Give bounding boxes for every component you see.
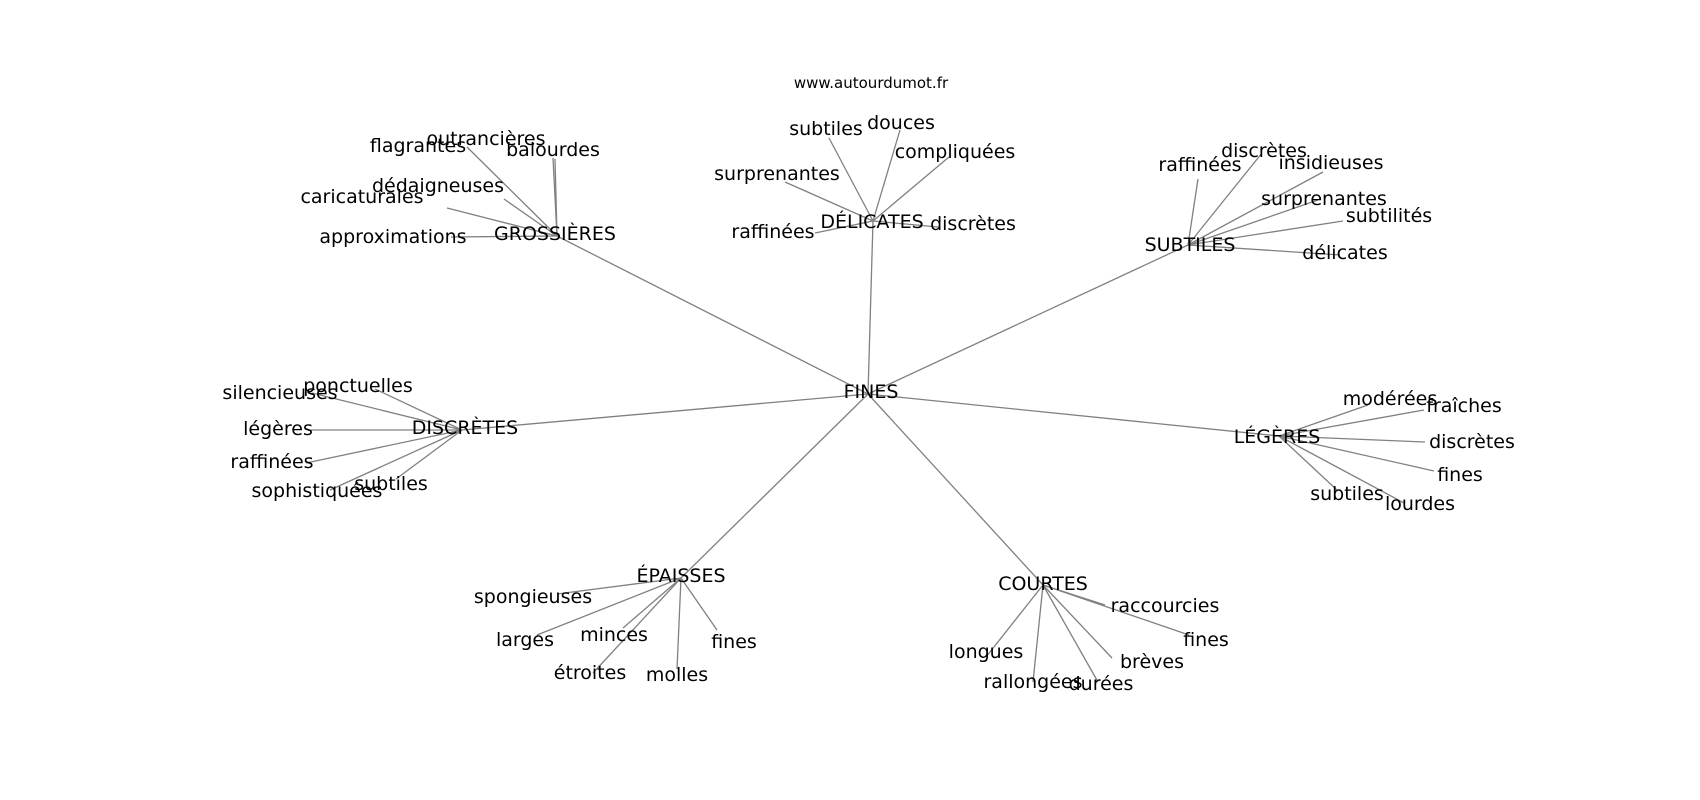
edge-root-to-hub: [556, 235, 869, 395]
leaf-node-label: discrètes: [1221, 140, 1307, 162]
edge-hub-to-leaf: [556, 577, 682, 595]
edge-hub-to-leaf: [536, 577, 682, 636]
leaf-node-label: raccourcies: [1111, 595, 1220, 617]
root-node-label: FINES: [844, 381, 899, 403]
leaf-node-label: flagrantes: [370, 135, 466, 157]
edge-hub-to-leaf: [592, 577, 682, 674]
edge-hub-to-leaf: [446, 207, 558, 237]
leaf-node-label: subtiles: [1310, 483, 1384, 505]
leaf-node-label: insidieuses: [1278, 152, 1383, 174]
edge-hub-to-leaf: [1278, 435, 1435, 472]
edge-hub-to-leaf: [1278, 435, 1339, 492]
edge-hub-to-leaf: [784, 181, 874, 222]
leaf-node-label: discrètes: [930, 213, 1016, 235]
edge-hub-to-leaf: [1278, 435, 1405, 504]
edge-hub-to-leaf: [676, 577, 682, 670]
hub-node-label: LÉGÈRES: [1234, 425, 1321, 448]
leaf-node-label: délicates: [1302, 242, 1387, 264]
leaf-node-label: surprenantes: [1261, 188, 1387, 210]
leaf-node-label: raffinées: [1158, 154, 1241, 176]
leaf-node-label: dédaigneuses: [372, 175, 504, 197]
leaf-node-label: balourdes: [506, 139, 600, 161]
leaf-node-label: raffinées: [230, 451, 313, 473]
leaf-node-label: raffinées: [731, 221, 814, 243]
leaf-node-label: fines: [1183, 629, 1229, 651]
edge-root-to-hub: [461, 393, 869, 431]
edge-hub-to-leaf: [872, 129, 901, 222]
leaf-node-label: approximations: [319, 226, 466, 248]
edge-hub-to-leaf: [552, 157, 558, 237]
edge-hub-to-leaf: [395, 429, 463, 480]
edge-hub-to-leaf: [1042, 584, 1099, 683]
leaf-node-label: fines: [1437, 464, 1483, 486]
edge-hub-to-leaf: [872, 156, 950, 222]
leaf-node-label: silencieuses: [222, 382, 337, 404]
hub-node-label: ÉPAISSES: [636, 564, 725, 587]
leaf-node-label: sophistiquées: [252, 480, 383, 502]
edge-hub-to-leaf: [1042, 584, 1113, 659]
hub-node-label: DISCRÈTES: [412, 416, 518, 439]
edge-hub-to-leaf: [828, 137, 874, 222]
edge-hub-to-leaf: [872, 220, 939, 228]
hub-node-label: DÉLICATES: [820, 210, 923, 233]
edge-hub-to-leaf: [1278, 435, 1426, 443]
leaf-node-label: surprenantes: [714, 163, 840, 185]
leaf-node-label: modérées: [1343, 388, 1438, 410]
edge-hub-to-leaf: [985, 584, 1044, 658]
leaf-node-label: subtiles: [354, 473, 428, 495]
leaf-node-label: longues: [949, 641, 1024, 663]
leaf-node-label: compliquées: [895, 141, 1016, 163]
edge-hub-to-leaf: [450, 235, 558, 238]
edge-hub-to-leaf: [1187, 171, 1324, 246]
leaf-node-label: douces: [867, 112, 935, 134]
hub-node-label: COURTES: [998, 573, 1088, 595]
leaf-node-label: molles: [646, 664, 708, 686]
leaf-node-label: rallongées: [983, 671, 1082, 693]
edge-hub-to-leaf: [1187, 220, 1344, 246]
edge-hub-to-leaf: [311, 392, 463, 431]
leaf-node-label: subtiles: [789, 118, 863, 140]
leaf-node-label: subtilités: [1346, 205, 1432, 227]
edge-hub-to-leaf: [1278, 409, 1425, 437]
edge-hub-to-leaf: [1187, 199, 1319, 246]
edge-hub-to-leaf: [374, 388, 463, 431]
leaf-node-label: outrancières: [426, 128, 545, 150]
leaf-node-label: durées: [1069, 673, 1134, 695]
leaf-node-label: ponctuelles: [303, 375, 413, 397]
edge-root-to-hub: [867, 393, 1280, 437]
leaf-node-label: spongieuses: [474, 586, 592, 608]
leaf-node-label: caricaturales: [300, 186, 423, 208]
edge-hub-to-leaf: [1187, 244, 1341, 256]
leaf-node-label: larges: [496, 629, 554, 651]
leaf-node-label: minces: [580, 624, 648, 646]
edge-root-to-hub: [680, 393, 869, 579]
edge-hub-to-leaf: [680, 577, 718, 631]
hub-node-label: GROSSIÈRES: [494, 222, 616, 245]
edge-hub-to-leaf: [1032, 584, 1044, 683]
edge-hub-to-leaf: [329, 429, 463, 491]
edge-root-to-hub: [867, 220, 874, 395]
leaf-node-label: étroites: [554, 662, 626, 684]
edge-hub-to-leaf: [1042, 584, 1106, 606]
edge-hub-to-leaf: [305, 429, 463, 464]
leaf-node-label: légères: [243, 418, 313, 440]
hub-node-label: SUBTILES: [1145, 234, 1236, 256]
edge-hub-to-leaf: [1187, 178, 1199, 246]
edge-hub-to-leaf: [814, 220, 874, 234]
leaf-node-label: brèves: [1120, 651, 1184, 673]
leaf-node-label: lourdes: [1385, 493, 1455, 515]
edge-hub-to-leaf: [1187, 152, 1263, 246]
edge-root-to-hub: [867, 244, 1189, 395]
edge-hub-to-leaf: [1278, 404, 1369, 437]
edge-root-to-hub: [867, 393, 1044, 586]
leaf-node-label: discrètes: [1429, 431, 1515, 453]
leaf-node-label: fraîches: [1426, 395, 1502, 417]
edge-hub-to-leaf: [503, 198, 558, 237]
edge-hub-to-leaf: [466, 146, 558, 237]
edge-hub-to-leaf: [622, 577, 682, 629]
site-credit: www.autourdumot.fr: [794, 74, 949, 92]
leaf-node-label: fines: [711, 631, 757, 653]
